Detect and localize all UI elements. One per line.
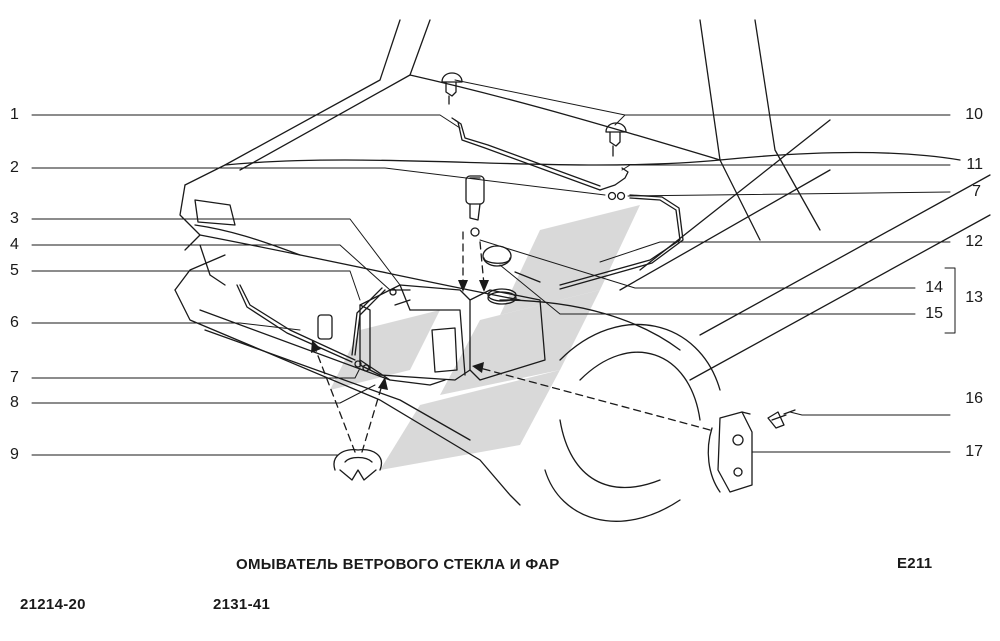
callout-17: 17	[965, 443, 983, 460]
assembly-arrows	[314, 231, 711, 453]
callout-7-right: 7	[972, 183, 981, 200]
callout-5: 5	[10, 262, 19, 279]
watermark-logo	[330, 205, 640, 470]
washer-pump	[465, 175, 485, 237]
leader-lines	[31, 79, 956, 456]
callout-15: 15	[925, 305, 943, 322]
callout-10: 10	[965, 106, 983, 123]
callout-12: 12	[965, 233, 983, 250]
callout-14: 14	[925, 279, 943, 296]
arrow-heads	[311, 280, 489, 390]
washer-hoses	[236, 117, 684, 386]
callout-16: 16	[965, 390, 983, 407]
callout-8: 8	[10, 394, 19, 411]
callout-2: 2	[10, 159, 19, 176]
washer-reservoir	[359, 284, 546, 381]
reservoir-cap	[482, 245, 512, 267]
mounting-bracket	[707, 409, 796, 493]
callout-1: 1	[10, 106, 19, 123]
callout-6: 6	[10, 314, 19, 331]
page-title: ОМЫВАТЕЛЬ ВЕТРОВОГО СТЕКЛА И ФАР	[236, 556, 560, 573]
hose-clip	[333, 449, 383, 481]
callout-3: 3	[10, 210, 19, 227]
catalog-code: 2131-41	[213, 596, 271, 613]
callout-9: 9	[10, 446, 19, 463]
callout-11: 11	[966, 156, 983, 173]
callout-7-left: 7	[10, 369, 19, 386]
callout-13: 13	[965, 289, 983, 306]
model-code: 21214-20	[20, 596, 86, 613]
callout-4: 4	[10, 236, 19, 253]
page-code: E211	[897, 555, 933, 572]
windshield-jets	[441, 72, 627, 157]
